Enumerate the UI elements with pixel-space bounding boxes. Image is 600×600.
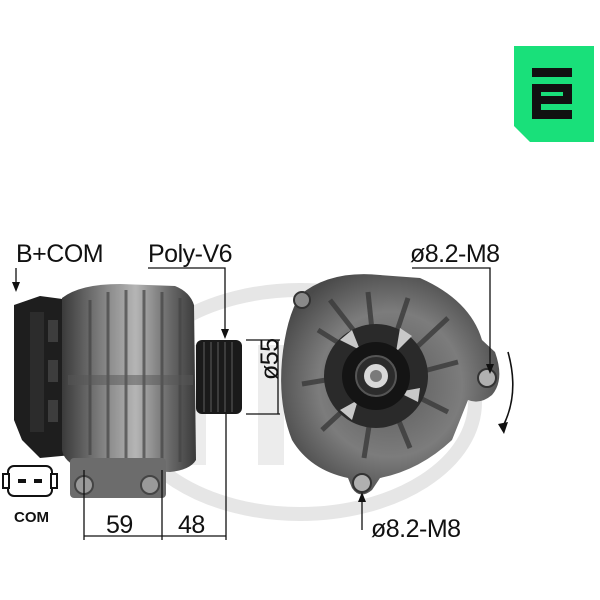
- dimension-left-label: 59: [106, 511, 133, 539]
- pulley-label: Poly-V6: [148, 240, 233, 268]
- plug-connector-icon: [2, 465, 58, 497]
- alternator-side-view: [14, 284, 242, 498]
- bolt-top-label: ø8.2-M8: [410, 240, 500, 268]
- dimension-right-label: 48: [178, 511, 205, 539]
- dimension-lines: [15, 267, 491, 540]
- alternator-front-view: [281, 274, 514, 495]
- plug-label: COM: [14, 509, 49, 526]
- bolt-bottom-label: ø8.2-M8: [371, 515, 461, 543]
- era-e-logo-icon: [514, 46, 594, 142]
- pulley-diameter-label: ø55: [256, 338, 284, 380]
- connector-label: B+COM: [16, 240, 104, 268]
- rotation-arrow-icon: [501, 351, 514, 429]
